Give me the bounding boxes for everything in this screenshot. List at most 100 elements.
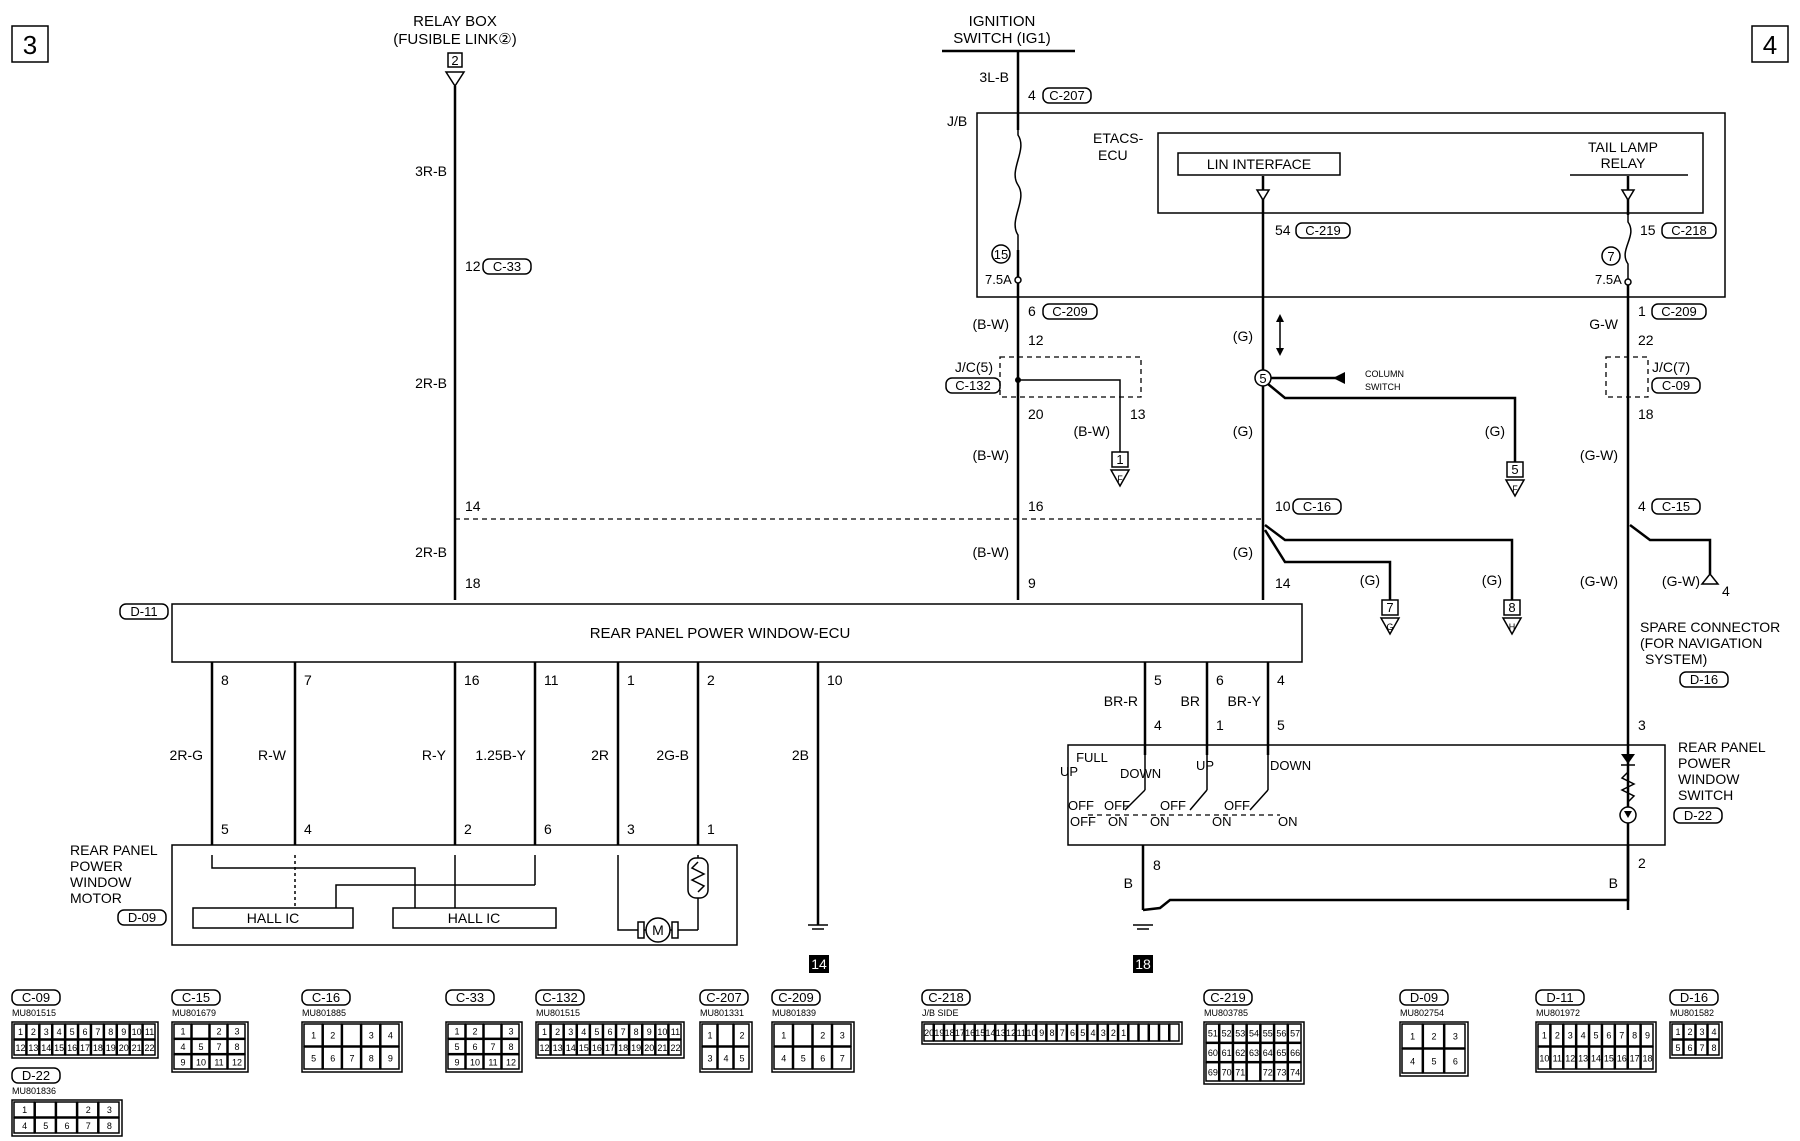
connector-cell: [733, 1023, 750, 1047]
connector-cell: [13, 1023, 27, 1040]
connector-cell: [668, 1023, 682, 1040]
col4-pin-22: 22: [1638, 332, 1654, 348]
connector-body: [11, 1099, 123, 1137]
fuse-a-number: 15: [994, 247, 1008, 262]
pin-15: 15: [1640, 222, 1656, 238]
connector-cell: [129, 1023, 143, 1040]
connector-cell-number: 11: [214, 1057, 223, 1067]
col3-wire-g-1: (G): [1233, 328, 1253, 344]
connector-cell: [142, 1039, 156, 1056]
etacs-label: ETACS-: [1093, 130, 1144, 146]
fuse-b-symbol: [1624, 210, 1632, 282]
connector-cell: [98, 1117, 120, 1134]
connector-cell: [1218, 1061, 1234, 1082]
col4-wire-gw: G-W: [1589, 316, 1619, 332]
connector-cell-number: 2: [739, 1031, 744, 1041]
connector-cell-number: 72: [1263, 1067, 1273, 1077]
ignition-wire-label: 3L-B: [979, 69, 1009, 85]
switch-wire-label: BR-R: [1104, 693, 1138, 709]
connector-cell-number: 73: [1276, 1067, 1286, 1077]
connector-cell: [550, 1023, 564, 1040]
relay-arrow-icon: [444, 71, 466, 88]
connector-cell-number: 18: [618, 1043, 628, 1053]
connector-body: [1535, 1021, 1657, 1073]
col4-pin-18: 18: [1638, 406, 1654, 422]
connector-name: C-15: [182, 990, 210, 1005]
connector-cell-number: 8: [234, 1042, 239, 1052]
connector-cell-number: 5: [70, 1027, 75, 1037]
switch-on-3: ON: [1212, 814, 1232, 829]
connector-cell: [1056, 1023, 1068, 1042]
connector-cell: [322, 1046, 343, 1070]
connector-part: MU801582: [1670, 1008, 1714, 1018]
connector-cell: [191, 1038, 210, 1055]
connector-cell-number: 8: [634, 1027, 639, 1037]
connector-cell: [1107, 1023, 1119, 1042]
switch-resistor-icon: [1620, 771, 1636, 803]
ignition-pin: 4: [1028, 87, 1036, 103]
connector-cell: [1128, 1023, 1139, 1042]
connector-cell-number: 6: [820, 1054, 825, 1064]
connector-cell: [1683, 1039, 1696, 1056]
fuse-b-circle: [1601, 246, 1621, 266]
connector-cell-number: 17: [955, 1028, 965, 1038]
col3-branch-to-8: [1264, 524, 1514, 600]
col3-node-number: 5: [1259, 371, 1266, 386]
connector-cell: [1588, 1046, 1603, 1070]
connector-part: MU801515: [12, 1008, 56, 1018]
jc7-label: J/C(7): [1652, 359, 1690, 375]
column-switch-label-2: SWITCH: [1365, 382, 1401, 392]
connector-cell: [360, 1046, 381, 1070]
motor-internal-wire-6: [617, 855, 678, 931]
connector-cell-number: 55: [1263, 1029, 1273, 1039]
spare-wire-label: (G-W): [1662, 573, 1700, 589]
connector-part: MU803785: [1204, 1008, 1248, 1018]
connector-tag: [771, 989, 821, 1006]
connector-cell: [1695, 1039, 1708, 1056]
connector-cell: [1287, 1023, 1302, 1044]
connector-cell: [90, 1023, 105, 1040]
connector-cell: [537, 1023, 551, 1040]
connector-cell-number: 8: [1711, 1043, 1716, 1053]
connector-cell: [13, 1117, 35, 1134]
col3-wire-g-branch: (G): [1485, 423, 1505, 439]
connector-cell-number: 71: [1235, 1067, 1245, 1077]
connector-cell-number: 4: [581, 1027, 586, 1037]
connector-cell: [1138, 1023, 1150, 1042]
motor-label-3: WINDOW: [70, 874, 132, 890]
connector-cell-number: 4: [388, 1031, 393, 1041]
ground-14-number: 14: [811, 956, 827, 972]
ecu-pin-number: 2: [707, 672, 715, 688]
connector-cell-number: 1: [1410, 1032, 1415, 1042]
connector-cell-number: 6: [472, 1042, 477, 1052]
connector-cell: [792, 1023, 813, 1047]
to-5-arrow-icon: [1504, 479, 1526, 498]
ecu-pin-number: 8: [221, 672, 229, 688]
connector-cell: [51, 1039, 66, 1056]
connector-cell: [615, 1023, 630, 1040]
connector-cell-number: 12: [506, 1057, 516, 1067]
switch-off-2: OFF: [1104, 798, 1130, 813]
ecu-wire-label: 2R-G: [170, 747, 203, 763]
tail-arrow-icon: [1620, 189, 1636, 202]
connector-cell: [1005, 1023, 1016, 1042]
connector-cell-number: 3: [1699, 1027, 1704, 1037]
connector-cell: [51, 1023, 66, 1040]
connector-tag: [11, 1067, 61, 1084]
ignition-switch-sublabel: SWITCH (IG1): [953, 30, 1051, 47]
connector-cell-number: 5: [1675, 1043, 1680, 1053]
connector-cell: [1575, 1023, 1590, 1047]
connector-cell: [1537, 1023, 1551, 1047]
connector-cell: [831, 1023, 852, 1047]
connector-cell-number: 64: [1263, 1048, 1273, 1058]
connector-cell-number: 12: [1565, 1054, 1575, 1064]
connector-cell: [1287, 1042, 1302, 1063]
connector-cell: [933, 1023, 945, 1042]
d16-tag-text: D-16: [1690, 672, 1718, 687]
jc5-node: [1015, 377, 1021, 383]
connector-cell-number: 51: [1208, 1029, 1218, 1039]
connector-cell: [380, 1046, 400, 1070]
